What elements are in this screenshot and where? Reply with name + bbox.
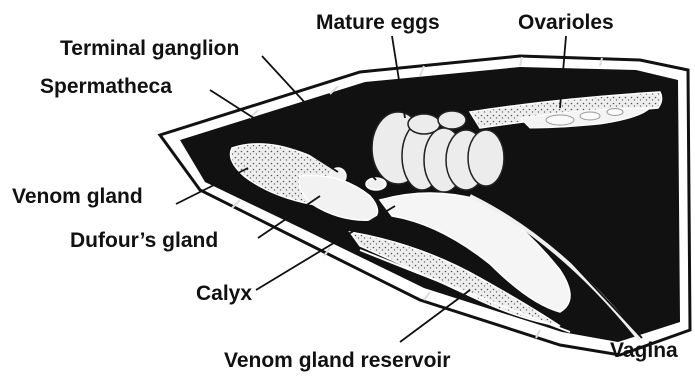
label-vagina: Vagina xyxy=(610,340,678,361)
label-venom-gland: Venom gland xyxy=(12,186,143,207)
label-terminal-ganglion: Terminal ganglion xyxy=(60,38,239,59)
label-dufours-gland: Dufour’s gland xyxy=(70,230,218,251)
label-venom-gland-reservoir: Venom gland reservoir xyxy=(224,350,450,371)
label-spermatheca: Spermatheca xyxy=(40,76,172,97)
label-mature-eggs: Mature eggs xyxy=(316,12,440,33)
label-ovarioles: Ovarioles xyxy=(518,12,614,33)
label-calyx: Calyx xyxy=(196,283,252,304)
